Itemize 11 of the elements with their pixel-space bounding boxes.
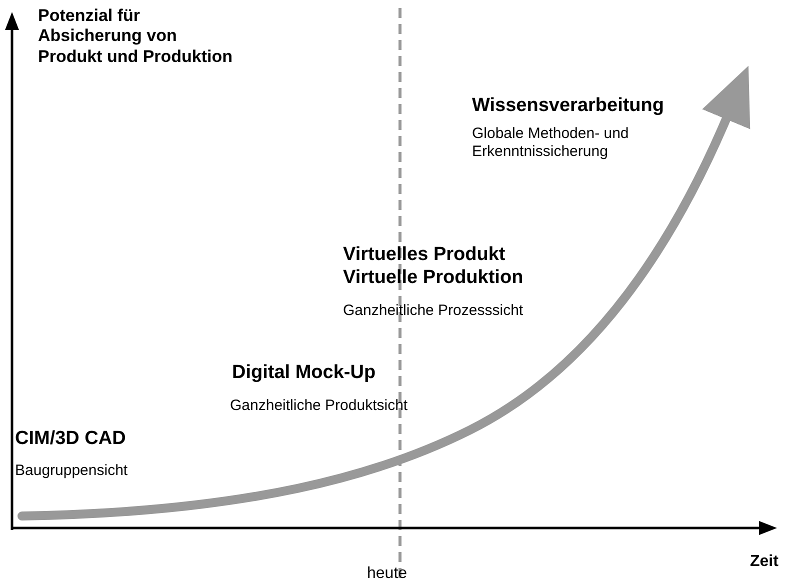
stage-heading: CIM/3D CAD	[15, 428, 126, 451]
stage-description: Ganzheitliche Produktsicht	[230, 397, 408, 415]
stage-description: Globale Methoden- und Erkenntnissicherung	[472, 125, 630, 161]
stage-heading: Digital Mock-Up	[232, 362, 376, 385]
stage-heading: Wissensverarbeitung	[472, 95, 664, 118]
axis-title: Potenzial für Absicherung von Produkt und Produktion	[38, 6, 234, 68]
stage-heading: Virtuelles Produkt Virtuelle Produktion	[343, 244, 524, 290]
today-label: heute	[367, 564, 408, 584]
axis-title: Zeit	[750, 552, 778, 572]
stage-description: Ganzheitliche Prozesssicht	[343, 302, 524, 320]
stage-description: Baugruppensicht	[15, 462, 128, 480]
